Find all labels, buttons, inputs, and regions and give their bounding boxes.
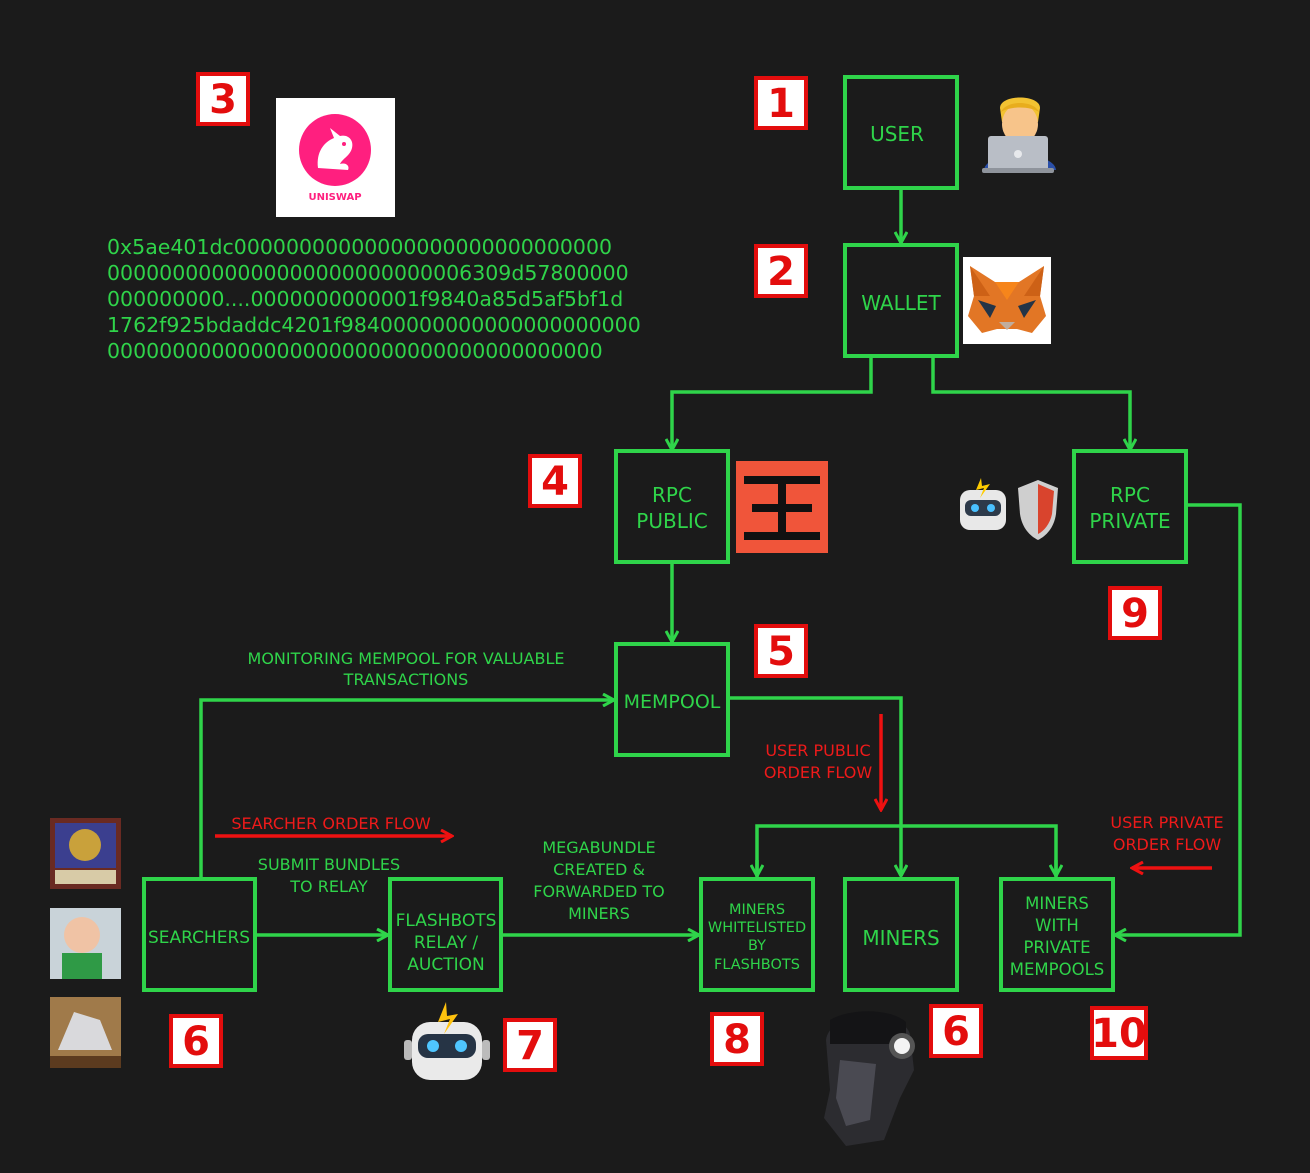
searcher-avatars-icon <box>50 818 121 1068</box>
badge-miners: 6 <box>929 1004 983 1058</box>
badges: 1 2 3 4 5 9 6 7 <box>169 72 1162 1072</box>
badge-miners-private-number: 10 <box>1091 1011 1147 1057</box>
badge-relay-number: 7 <box>516 1023 544 1069</box>
node-user-label: USER <box>870 122 924 146</box>
submit-bundles-line-2: TO RELAY <box>289 877 368 896</box>
node-miners-private-line-1: MINERS <box>1025 894 1089 913</box>
badge-miners-whitelisted-number: 8 <box>723 1017 751 1063</box>
megabundle-line-1: MEGABUNDLE <box>542 838 655 857</box>
badge-rpc-public: 4 <box>528 454 582 508</box>
node-rpc-private-line-2: PRIVATE <box>1089 509 1170 533</box>
monitoring-note-line-1: MONITORING MEMPOOL FOR VALUABLE <box>248 649 565 668</box>
node-miners-private: MINERS WITH PRIVATE MEMPOOLS <box>999 877 1115 992</box>
calldata-block: 0x5ae401dc00000000000000000000000000000 … <box>107 235 641 363</box>
searcher-order-flow-label: SEARCHER ORDER FLOW <box>231 814 431 833</box>
node-miners-private-line-3: PRIVATE <box>1023 938 1090 957</box>
calldata-line-3: 000000000....0000000000001f9840a85d5af5b… <box>107 287 623 311</box>
node-relay-line-3: AUCTION <box>407 955 484 975</box>
arrow-wallet-to-rpc-private <box>931 357 1130 450</box>
badge-user-number: 1 <box>767 81 795 127</box>
submit-bundles-line-1: SUBMIT BUNDLES <box>258 855 400 874</box>
badge-wallet: 2 <box>754 244 808 298</box>
node-rpc-public-line-2: PUBLIC <box>636 509 707 533</box>
robot-and-shield-icon <box>960 478 1058 540</box>
badge-searchers-number: 6 <box>182 1019 210 1065</box>
node-searchers-label: SEARCHERS <box>148 928 250 948</box>
badge-rpc-public-number: 4 <box>541 459 569 505</box>
node-mempool: MEMPOOL <box>614 642 730 757</box>
fox-wallet-icon <box>963 257 1051 344</box>
node-relay: FLASHBOTS RELAY / AUCTION <box>388 877 503 992</box>
miner-helmet-icon <box>824 1011 915 1146</box>
connectors <box>199 189 1242 935</box>
node-rpc-private-line-1: RPC <box>1110 483 1150 507</box>
monitoring-note-line-2: TRANSACTIONS <box>343 670 469 689</box>
node-miners-private-line-4: MEMPOOLS <box>1010 960 1105 979</box>
node-wallet: WALLET <box>843 243 959 358</box>
badge-rpc-private-number: 9 <box>1121 591 1149 637</box>
megabundle-line-2: CREATED & <box>553 860 645 879</box>
node-miners: MINERS <box>843 877 959 992</box>
badge-uniswap-number: 3 <box>209 77 237 123</box>
calldata-line-4: 1762f925bdaddc4201f984000000000000000000… <box>107 313 641 337</box>
badge-mempool-number: 5 <box>767 629 795 675</box>
arrow-rpc-private-to-miners-private <box>1115 503 1242 935</box>
arrow-searchers-to-mempool <box>199 700 614 878</box>
user-public-flow-line-1: USER PUBLIC <box>765 741 870 760</box>
node-miners-whitelisted-line-4: FLASHBOTS <box>714 957 800 973</box>
megabundle-line-4: MINERS <box>568 904 630 923</box>
badge-relay: 7 <box>503 1018 557 1072</box>
unicorn-logo-icon: UNISWAP <box>276 98 395 217</box>
badge-miners-private: 10 <box>1090 1006 1148 1060</box>
robot-icon <box>404 1002 490 1080</box>
user-private-flow-line-1: USER PRIVATE <box>1110 813 1223 832</box>
node-rpc-public: RPC PUBLIC <box>614 449 730 564</box>
person-with-laptop-icon <box>982 97 1056 173</box>
badge-rpc-private: 9 <box>1108 586 1162 640</box>
user-public-flow-line-2: ORDER FLOW <box>764 763 872 782</box>
calldata-line-2: 0000000000000000000000000006309d57800000 <box>107 261 629 285</box>
node-miners-whitelisted: MINERS WHITELISTED BY FLASHBOTS <box>699 877 815 992</box>
line-mempool-down <box>728 696 903 826</box>
calldata-line-1: 0x5ae401dc00000000000000000000000000000 <box>107 235 612 259</box>
user-private-flow-line-2: ORDER FLOW <box>1113 835 1221 854</box>
node-rpc-public-line-1: RPC <box>652 483 692 507</box>
calldata-line-5: 00000000000000000000000000000000000000 <box>107 339 603 363</box>
badge-mempool: 5 <box>754 624 808 678</box>
rpc-logo-icon <box>736 461 828 553</box>
node-miners-whitelisted-line-2: WHITELISTED <box>708 920 806 936</box>
node-searchers: SEARCHERS <box>142 877 257 992</box>
badge-uniswap: 3 <box>196 72 250 126</box>
node-miners-whitelisted-line-3: BY <box>748 938 766 954</box>
megabundle-line-3: FORWARDED TO <box>533 882 664 901</box>
node-relay-line-1: FLASHBOTS <box>396 911 497 931</box>
badge-user: 1 <box>754 76 808 130</box>
arrow-wallet-to-rpc-public <box>672 357 873 450</box>
annotations: MONITORING MEMPOOL FOR VALUABLE TRANSACT… <box>231 649 1223 923</box>
node-wallet-label: WALLET <box>861 291 941 315</box>
line-distribution-bar <box>755 824 1058 878</box>
badge-miners-number: 6 <box>942 1009 970 1055</box>
node-relay-line-2: RELAY / <box>414 933 479 953</box>
node-rpc-private: RPC PRIVATE <box>1072 449 1188 564</box>
node-mempool-label: MEMPOOL <box>624 691 721 713</box>
node-miners-label: MINERS <box>862 926 939 950</box>
badge-wallet-number: 2 <box>767 249 795 295</box>
badge-searchers: 6 <box>169 1014 223 1068</box>
node-miners-private-line-2: WITH <box>1035 916 1079 935</box>
badge-miners-whitelisted: 8 <box>710 1012 764 1066</box>
node-miners-whitelisted-line-1: MINERS <box>729 902 785 918</box>
node-user: USER <box>843 75 959 190</box>
uniswap-logo-text: UNISWAP <box>308 192 361 203</box>
